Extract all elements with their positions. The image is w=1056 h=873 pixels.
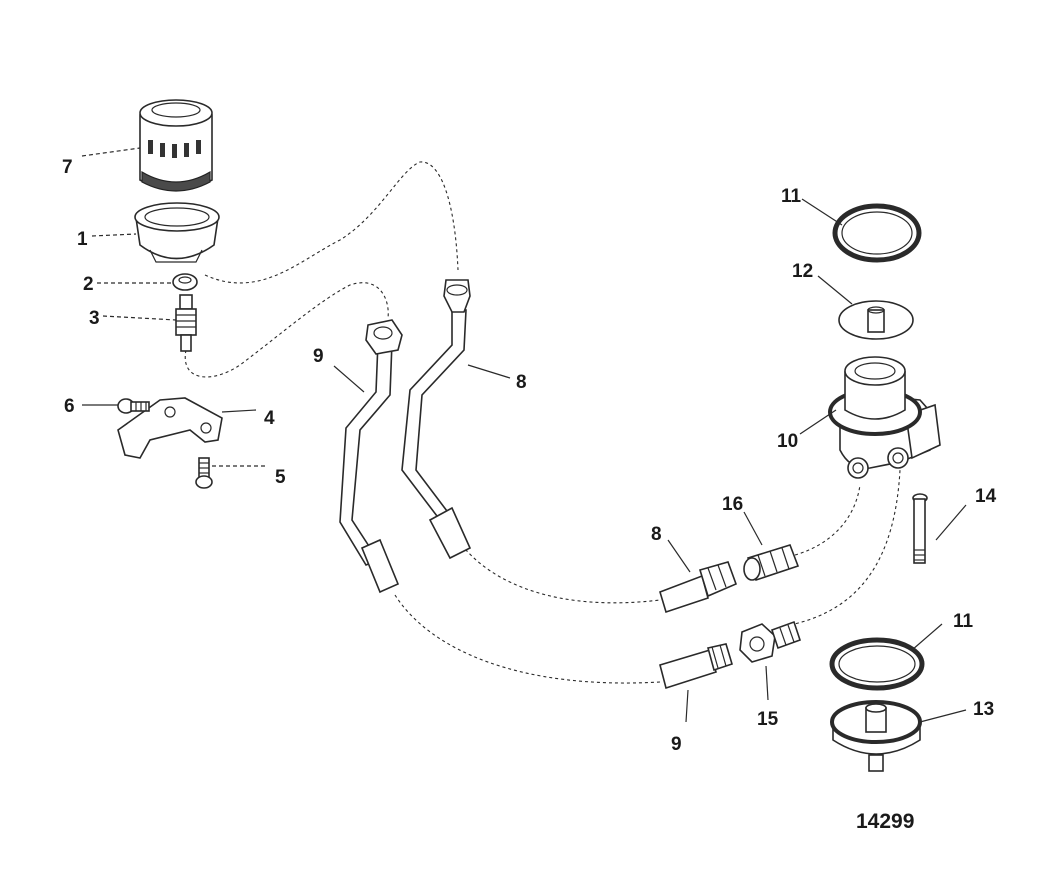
fitting-15 [739, 620, 802, 663]
callout-14: 14 [975, 486, 997, 507]
housing-bolt [912, 493, 928, 564]
callout-3: 3 [89, 308, 100, 329]
hose-routing-lines [184, 161, 901, 684]
filter-adapter [134, 202, 220, 263]
mounting-bracket [117, 397, 223, 459]
callout-10: 10 [777, 431, 798, 452]
oil-hose-8 [401, 279, 472, 560]
callout-12: 12 [792, 261, 813, 282]
callout-8-hose: 8 [516, 372, 527, 393]
callout-16: 16 [722, 494, 743, 515]
callout-2: 2 [83, 274, 94, 295]
adapter-nut [172, 273, 198, 291]
oil-filter [139, 99, 213, 192]
bracket-screw-6 [117, 398, 150, 414]
callout-6: 6 [64, 396, 75, 417]
callout-1: 1 [77, 229, 88, 250]
o-ring-seal-top [832, 203, 922, 263]
adapter-fitting [175, 294, 197, 352]
figure-number: 14299 [856, 810, 914, 833]
callout-15: 15 [757, 709, 779, 730]
filter-housing [828, 356, 941, 479]
filter-plate [838, 300, 914, 340]
callout-7: 7 [62, 157, 73, 178]
callout-11-top: 11 [781, 186, 802, 207]
hose-fitting-8 [659, 561, 738, 614]
callout-4: 4 [264, 408, 275, 429]
callout-13: 13 [973, 699, 994, 720]
callout-5: 5 [275, 467, 286, 488]
hose-fitting-9 [659, 643, 733, 690]
callout-labels: 7 1 2 3 6 4 5 9 8 11 12 10 14 8 16 11 13… [62, 157, 997, 755]
callout-8-fitting: 8 [651, 524, 662, 545]
o-ring-seal-bottom [829, 637, 925, 691]
callout-11-bottom: 11 [953, 611, 974, 632]
bracket-screw-5 [195, 457, 213, 489]
fitting-16 [743, 544, 800, 582]
filter-base-plate [830, 700, 922, 772]
callout-9-hose: 9 [313, 346, 324, 367]
oil-hose-9 [339, 319, 403, 594]
callout-leader-lines [81, 147, 967, 723]
callout-9-fitting: 9 [671, 734, 682, 755]
